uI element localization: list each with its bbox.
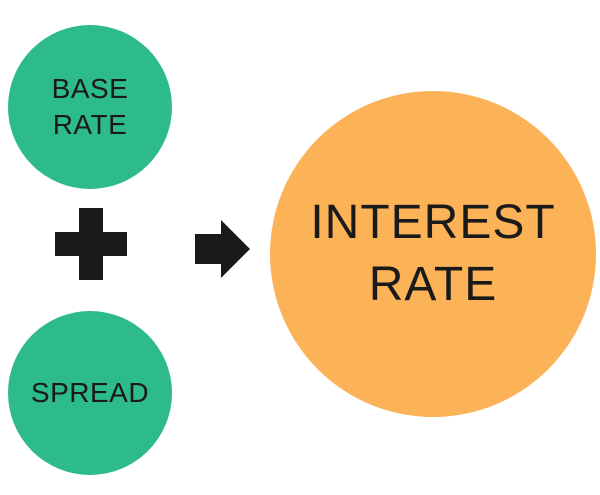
- spread-node: SPREAD: [8, 311, 172, 475]
- interest-rate-label: INTEREST RATE: [310, 192, 555, 316]
- arrow-right-icon: [195, 220, 250, 278]
- interest-rate-line-1: INTEREST: [310, 196, 556, 249]
- interest-rate-line-2: RATE: [368, 258, 498, 311]
- base-rate-label: BASE RATE: [52, 71, 129, 143]
- interest-rate-node: INTEREST RATE: [270, 91, 596, 417]
- base-rate-line-2: RATE: [52, 109, 128, 140]
- base-rate-line-1: BASE: [51, 73, 129, 104]
- spread-line-1: SPREAD: [30, 377, 150, 408]
- base-rate-node: BASE RATE: [8, 25, 172, 189]
- plus-icon: [55, 208, 127, 280]
- spread-label: SPREAD: [31, 375, 149, 411]
